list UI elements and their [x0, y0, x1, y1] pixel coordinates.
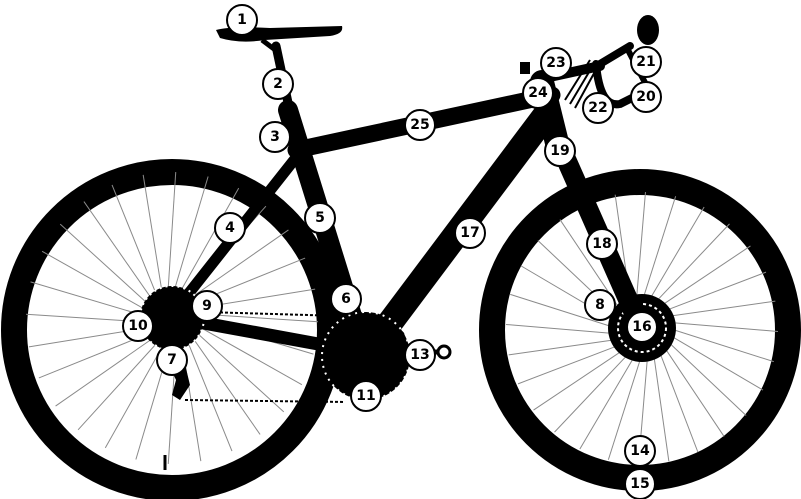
spoke: [653, 351, 669, 461]
callout-11: 11: [351, 381, 381, 411]
callout-18: 18: [587, 229, 617, 259]
callout-number: 6: [341, 291, 351, 307]
spoke: [184, 334, 231, 451]
spoke: [665, 339, 746, 415]
callout-number: 20: [636, 89, 656, 105]
callout-number: 3: [270, 129, 280, 145]
spoke: [506, 325, 617, 334]
spoke: [555, 351, 631, 432]
callout-number: 14: [630, 443, 650, 459]
callout-13: 13: [405, 340, 435, 370]
callout-2: 2: [263, 69, 293, 99]
callout-number: 18: [592, 236, 611, 252]
spoke: [168, 172, 176, 298]
callout-10: 10: [123, 311, 153, 341]
spoke: [78, 336, 163, 430]
callout-number: 23: [546, 55, 565, 71]
callout-number: 19: [550, 143, 569, 159]
spoke: [143, 175, 163, 300]
callout-8: 8: [585, 290, 615, 320]
callout-number: 5: [315, 210, 325, 226]
callout-number: 4: [225, 220, 235, 236]
spoke: [56, 334, 160, 406]
callout-7: 7: [157, 345, 187, 375]
callout-22: 22: [583, 93, 613, 123]
callout-number: 22: [588, 100, 607, 116]
callout-number: 8: [595, 297, 605, 313]
top-cap: [520, 62, 530, 74]
callout-17: 17: [455, 218, 485, 248]
spoke: [84, 202, 156, 306]
callout-14: 14: [625, 436, 655, 466]
spoke: [60, 224, 154, 309]
spoke: [112, 185, 159, 302]
spoke: [658, 246, 750, 308]
spoke: [188, 330, 260, 434]
callout-25: 25: [405, 110, 435, 140]
spoke: [648, 207, 704, 303]
callout-number: 25: [410, 117, 429, 133]
spoke: [665, 301, 775, 317]
callout-number: 10: [128, 318, 148, 334]
callout-number: 11: [356, 388, 375, 404]
callout-24: 24: [523, 78, 553, 108]
spoke: [534, 348, 626, 410]
callout-number: 24: [528, 85, 548, 101]
spoke: [667, 334, 763, 390]
callout-number: 21: [636, 54, 655, 70]
callout-19: 19: [545, 136, 575, 166]
callout-9: 9: [192, 291, 222, 321]
callout-number: 15: [630, 476, 649, 492]
spoke: [509, 339, 619, 355]
callout-number: 9: [202, 298, 212, 314]
pedal: [438, 346, 450, 358]
callout-4: 4: [215, 213, 245, 243]
callout-6: 6: [331, 284, 361, 314]
callout-15: 15: [625, 469, 655, 499]
callout-1: 1: [227, 5, 257, 35]
callout-number: 7: [167, 352, 177, 368]
spoke: [667, 322, 778, 331]
callout-number: 1: [237, 12, 247, 28]
spoke: [662, 344, 724, 436]
brake-hood: [637, 15, 659, 45]
callout-number: 16: [632, 319, 651, 335]
callout-number: 17: [460, 225, 479, 241]
callout-number: 13: [410, 347, 429, 363]
callout-5: 5: [305, 203, 335, 233]
callout-23: 23: [541, 48, 571, 78]
spoke: [42, 251, 152, 313]
callout-16: 16: [627, 312, 657, 342]
spoke: [653, 224, 729, 305]
callout-21: 21: [631, 47, 661, 77]
callout-20: 20: [631, 82, 661, 112]
spoke: [636, 192, 645, 303]
spoke: [580, 353, 636, 449]
callout-3: 3: [260, 122, 290, 152]
callout-number: 2: [273, 76, 283, 92]
